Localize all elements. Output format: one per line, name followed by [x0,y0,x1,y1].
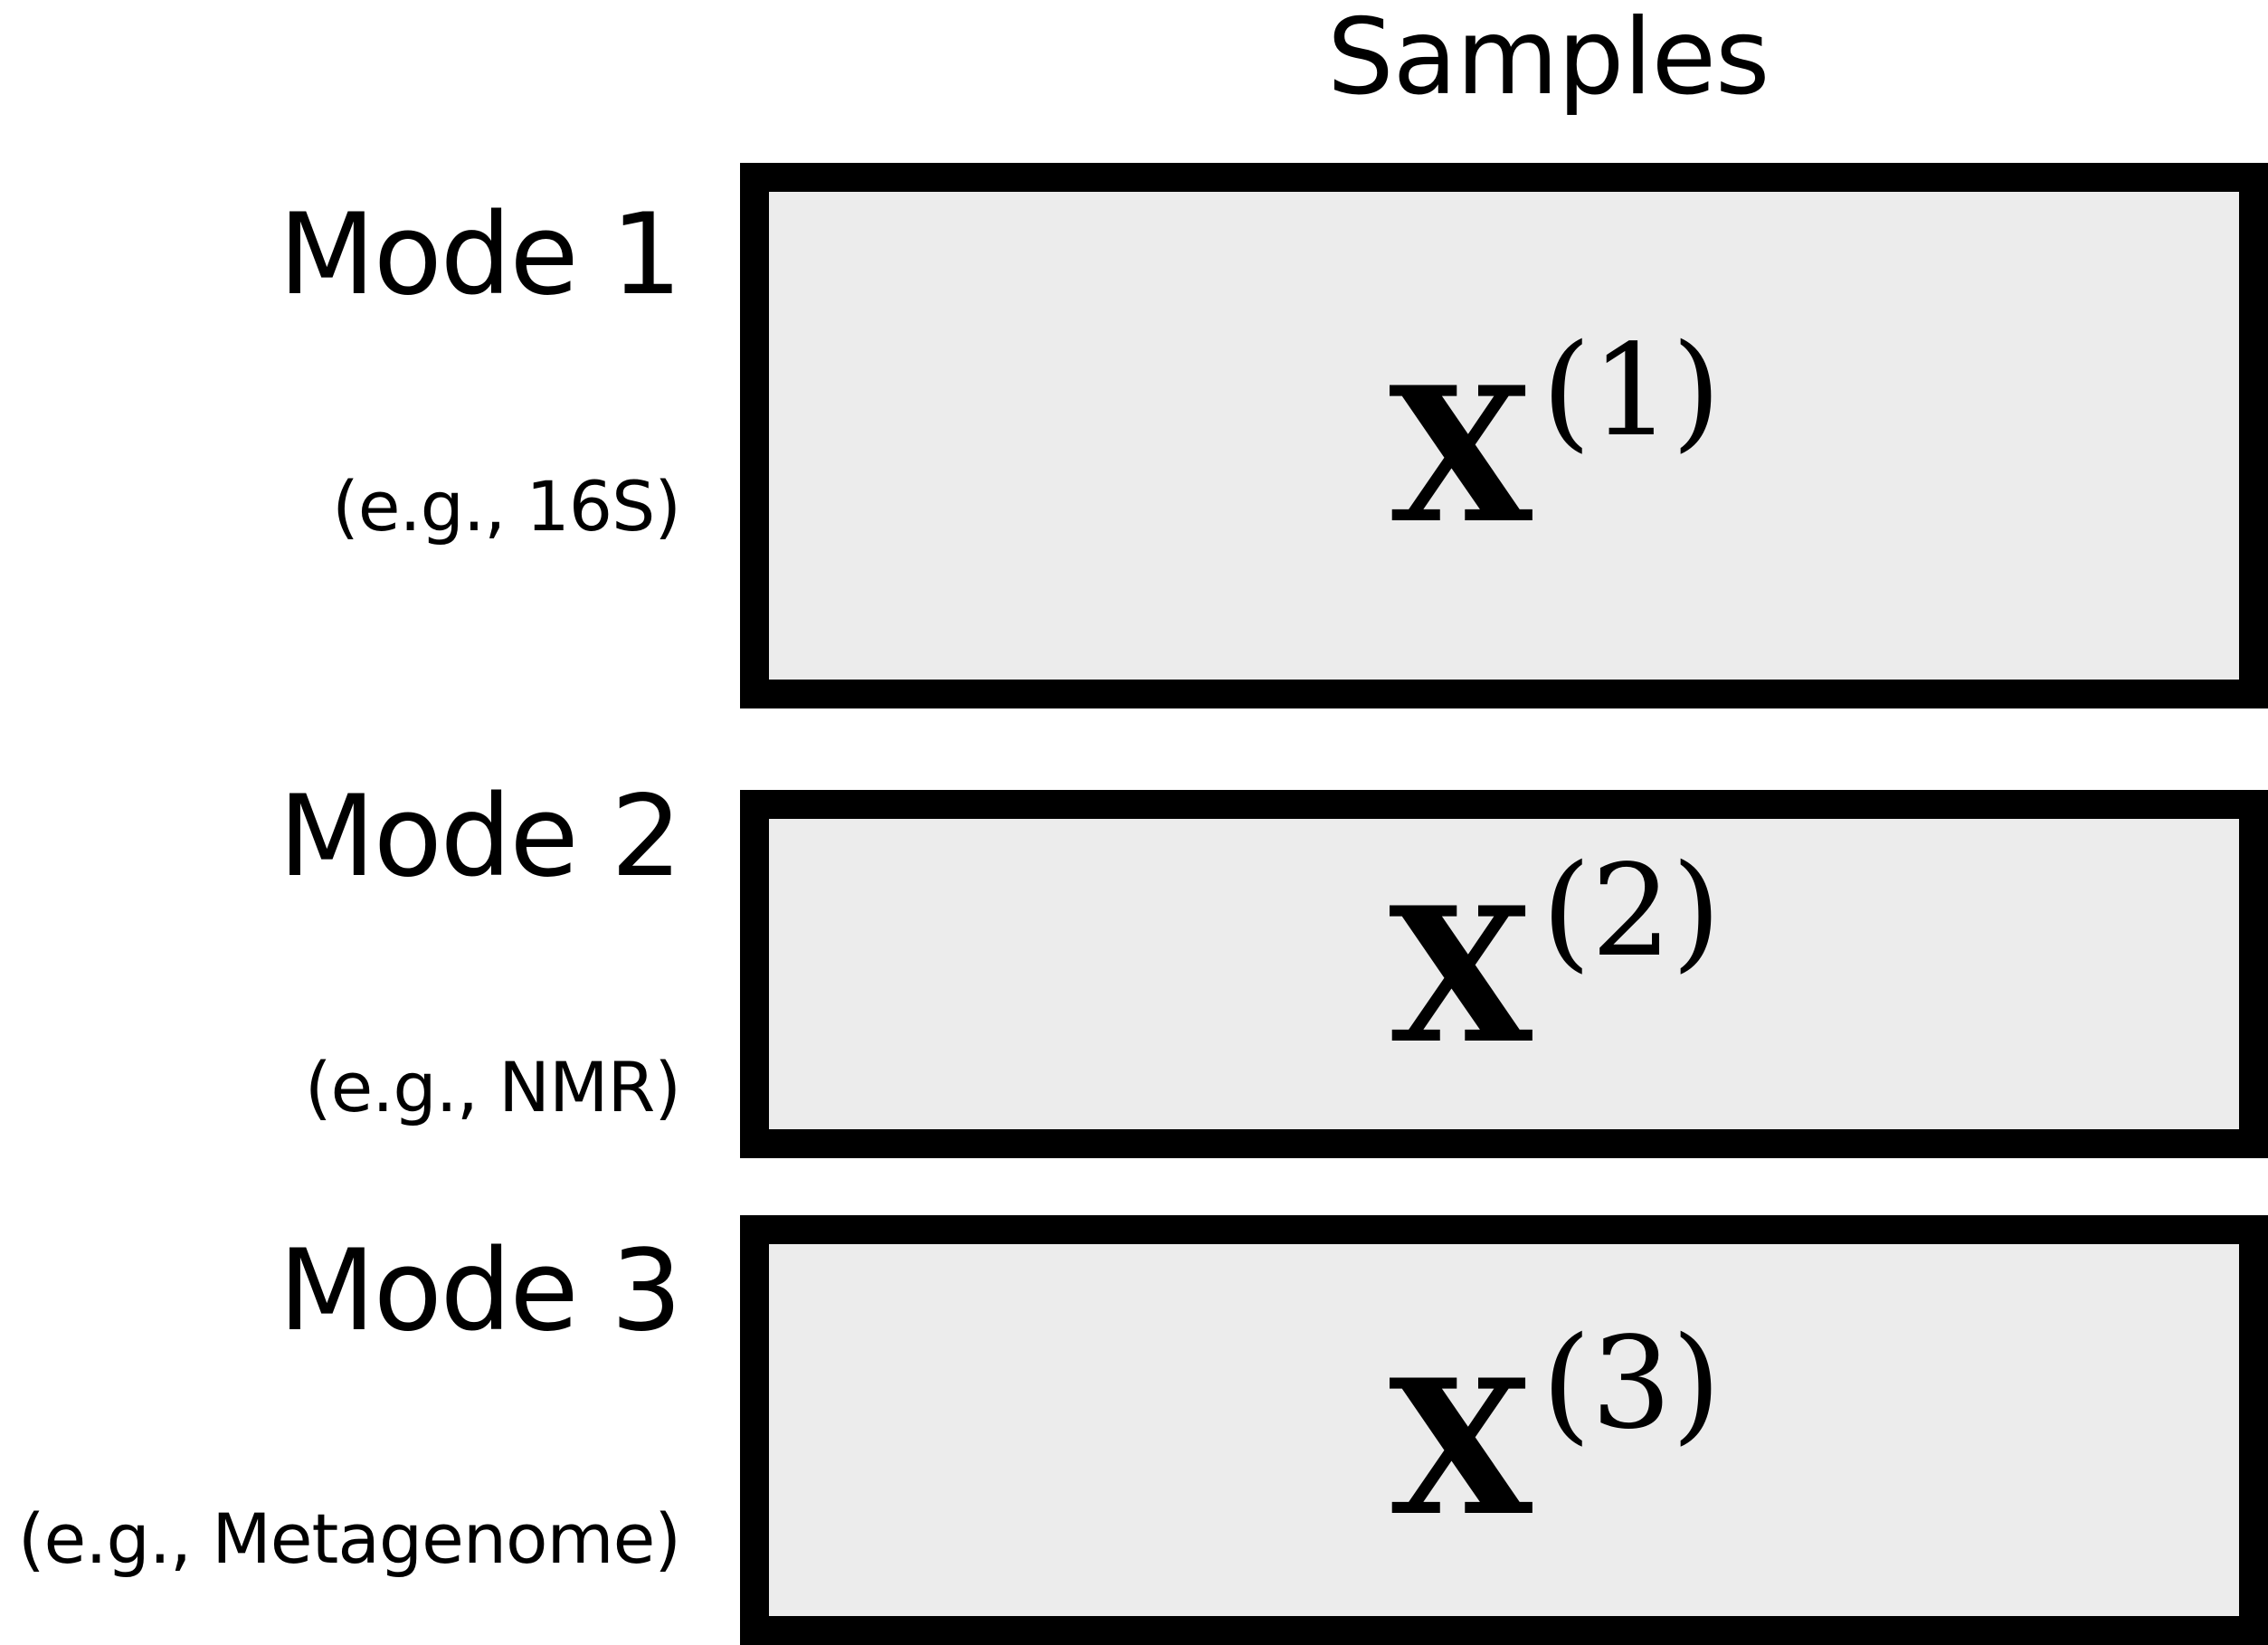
matrix-box-2: X(2) [740,790,2268,1158]
matrix-index-3: (3) [1542,1310,1722,1458]
matrix-symbol-1: X(1) [1389,328,1721,565]
matrix-symbol-2: X(2) [1389,849,1721,1085]
matrix-letter-2: X [1389,868,1533,1085]
mode-1-example: (e.g., 16S) [332,466,681,547]
mode-3-example: (e.g., Metagenome) [17,1498,681,1579]
matrix-box-3: X(3) [740,1215,2268,1645]
matrix-letter-3: X [1389,1340,1533,1557]
matrix-index-2: (2) [1542,838,1722,985]
mode-2-example: (e.g., NMR) [304,1047,681,1127]
matrix-box-1: X(1) [740,163,2268,708]
samples-header: Samples [1327,0,1770,119]
mode-2-label: Mode 2 [278,772,682,902]
mode-1-label: Mode 1 [278,190,682,320]
matrix-letter-1: X [1389,347,1533,565]
mode-3-label: Mode 3 [278,1226,682,1356]
matrix-symbol-3: X(3) [1389,1321,1721,1557]
matrix-index-1: (1) [1542,318,1722,465]
